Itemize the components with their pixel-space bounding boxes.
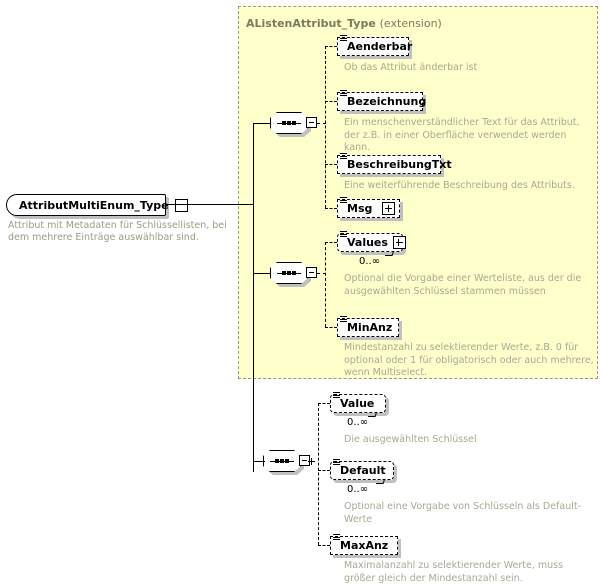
root-type-label: AttributMultiEnum_Type [19, 198, 169, 212]
element-label: MaxAnz [340, 539, 389, 552]
cardinality-default: 0..∞ [347, 484, 369, 495]
group3-branch-vertical [318, 403, 319, 545]
extension-base-name: AListenAttribut_Type [246, 17, 376, 30]
element-box-maxanz[interactable]: MaxAnz [330, 534, 398, 555]
group2-stub-minanz [325, 327, 337, 328]
group2-sequence-stub [317, 273, 326, 274]
element-marker-icon [333, 392, 341, 400]
sequence-compositor-2[interactable] [270, 262, 317, 287]
element-description-bezeichnung: Ein menschenverständlicher Text für das … [344, 117, 580, 153]
group1-branch-vertical [325, 46, 326, 208]
element-description-maxanz: Maximalanzahl zu selektierender Werte, m… [344, 560, 564, 584]
root-connector-line [166, 204, 254, 205]
group3-stub-default [318, 470, 330, 471]
element-box-values[interactable]: Values [337, 231, 406, 252]
sequence-expand-connector[interactable] [306, 267, 317, 278]
group3-sequence-junction [308, 458, 315, 465]
element-label: BeschreibungTxt [347, 158, 452, 171]
root-type-node[interactable]: AttributMultiEnum_Type [6, 194, 188, 216]
element-box-default[interactable]: Default [330, 459, 394, 480]
group1-sequence-stub [317, 123, 326, 124]
sequence-expand-connector[interactable] [299, 455, 310, 466]
group3-stub-value [318, 403, 330, 404]
element-label: MinAnz [347, 321, 393, 334]
element-description-default: Optional eine Vorgabe von Schlüsseln als… [344, 501, 582, 525]
root-type-description: Attribut mit Metadaten für Schlüssellist… [8, 220, 227, 243]
root-collapse-toggle[interactable] [174, 198, 188, 212]
element-marker-icon [340, 316, 348, 324]
sequence-dots-icon [270, 458, 294, 463]
element-marker-icon [340, 153, 348, 161]
repeat-marker-icon [368, 412, 377, 417]
group1-stub-aenderbar [325, 46, 337, 47]
sequence-dots-icon [277, 270, 301, 275]
element-label: Bezeichnung [347, 95, 427, 108]
trunk-to-sequence-3 [253, 461, 265, 462]
trunk-to-sequence-2 [253, 273, 271, 274]
sequence-expand-connector[interactable] [306, 117, 317, 128]
element-box-value[interactable]: Value [330, 392, 386, 413]
element-box-minanz[interactable]: MinAnz [337, 316, 399, 337]
element-label: Aenderbar [347, 40, 413, 53]
element-description-value: Die ausgewählten Schlüssel [344, 434, 477, 445]
element-box-msg[interactable]: Msg [337, 197, 400, 218]
group1-stub-msg [325, 208, 337, 209]
extension-title: AListenAttribut_Type (extension) [246, 17, 442, 30]
sequence-compositor-1[interactable] [270, 112, 317, 137]
group2-branch-vertical [325, 242, 326, 327]
cardinality-values: 0..∞ [359, 256, 381, 267]
main-trunk-line [253, 123, 254, 472]
repeat-marker-icon [376, 479, 385, 484]
element-marker-icon [340, 90, 348, 98]
element-expand-toggle-msg[interactable] [382, 202, 395, 215]
element-description-beschreibungtxt: Eine weiterführende Beschreibung des Att… [344, 180, 575, 191]
element-description-values: Optional die Vorgabe einer Werteliste, a… [344, 273, 582, 297]
element-label: Msg [347, 202, 373, 215]
element-description-aenderbar: Ob das Attribut änderbar ist [344, 62, 478, 73]
element-expand-toggle-values[interactable] [392, 236, 406, 249]
group2-stub-values [325, 242, 337, 243]
sequence-dots-icon [277, 120, 301, 125]
group1-stub-beschreibungtxt [325, 164, 337, 165]
element-box-beschreibungtxt[interactable]: BeschreibungTxt [337, 153, 452, 174]
element-marker-icon [333, 534, 341, 542]
element-box-aenderbar[interactable]: Aenderbar [337, 35, 412, 56]
repeat-marker-icon [385, 251, 394, 256]
cardinality-value: 0..∞ [347, 417, 369, 428]
group3-stub-maxanz [318, 545, 330, 546]
element-label: Default [340, 464, 386, 477]
sequence-compositor-3[interactable] [263, 450, 310, 475]
element-marker-icon [333, 459, 341, 467]
element-marker-icon [340, 35, 348, 43]
element-marker-icon [340, 197, 348, 205]
extension-kind: (extension) [379, 17, 442, 30]
extension-container [238, 6, 598, 379]
group1-stub-bezeichnung [325, 101, 337, 102]
element-description-minanz: Mindestanzahl zu selektierender Werte, z… [344, 342, 594, 378]
element-box-bezeichnung[interactable]: Bezeichnung [337, 90, 426, 111]
trunk-to-sequence-1 [253, 123, 271, 124]
element-label: Values [347, 236, 388, 249]
element-label: Value [340, 397, 375, 410]
element-marker-icon [340, 231, 348, 239]
